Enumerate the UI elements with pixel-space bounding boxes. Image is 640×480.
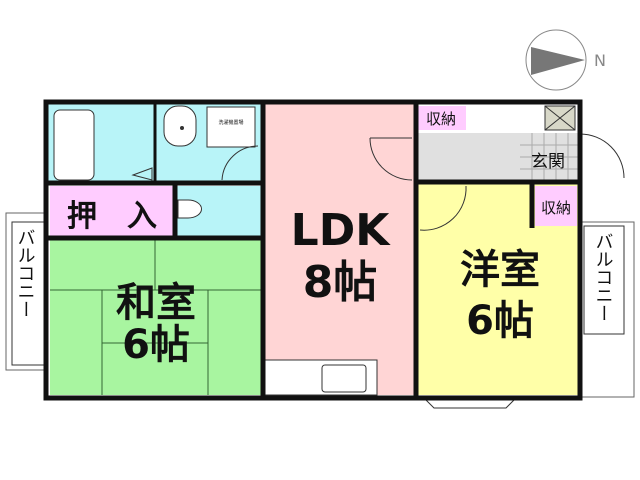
balcony-right: バルコニー (581, 221, 635, 398)
compass-north-label: N (594, 51, 606, 70)
storage-right-label: 収納 (541, 199, 571, 217)
balcony-left: バルコニー (5, 212, 49, 371)
oshiire-closet (50, 186, 175, 236)
washer-label: 洗濯機置場 (218, 119, 243, 126)
door-swing-icon (419, 185, 467, 231)
washitsu-name: 和室 (116, 280, 196, 326)
ldk-size: 8帖 (303, 257, 378, 308)
genkan-label: 玄関 (531, 152, 565, 172)
youshitsu-size: 6帖 (466, 298, 534, 344)
entry-door-icon (579, 133, 625, 179)
hallway (416, 133, 520, 181)
washitsu-size: 6帖 (122, 322, 190, 368)
door-swing-icon (221, 145, 259, 181)
bathtub-icon (53, 109, 95, 181)
sink-icon (163, 105, 197, 147)
washer-space (206, 106, 256, 148)
balcony-left-label: バルコニー (15, 228, 36, 318)
washitsu-room (50, 240, 262, 395)
ldk-name: LDK (291, 205, 392, 256)
youshitsu-name: 洋室 (460, 247, 540, 293)
toilet-icon (177, 199, 202, 219)
oshiire-label: 押 入 (67, 199, 157, 234)
ldk-room (265, 104, 415, 395)
storage-right (535, 186, 577, 226)
compass-icon: N (525, 29, 606, 91)
balcony-right-label: バルコニー (593, 232, 614, 322)
storage-top-label: 収納 (426, 110, 456, 128)
kitchen-sink-icon (321, 364, 367, 393)
storage-top (416, 106, 466, 130)
door-swing-icon (369, 137, 413, 181)
